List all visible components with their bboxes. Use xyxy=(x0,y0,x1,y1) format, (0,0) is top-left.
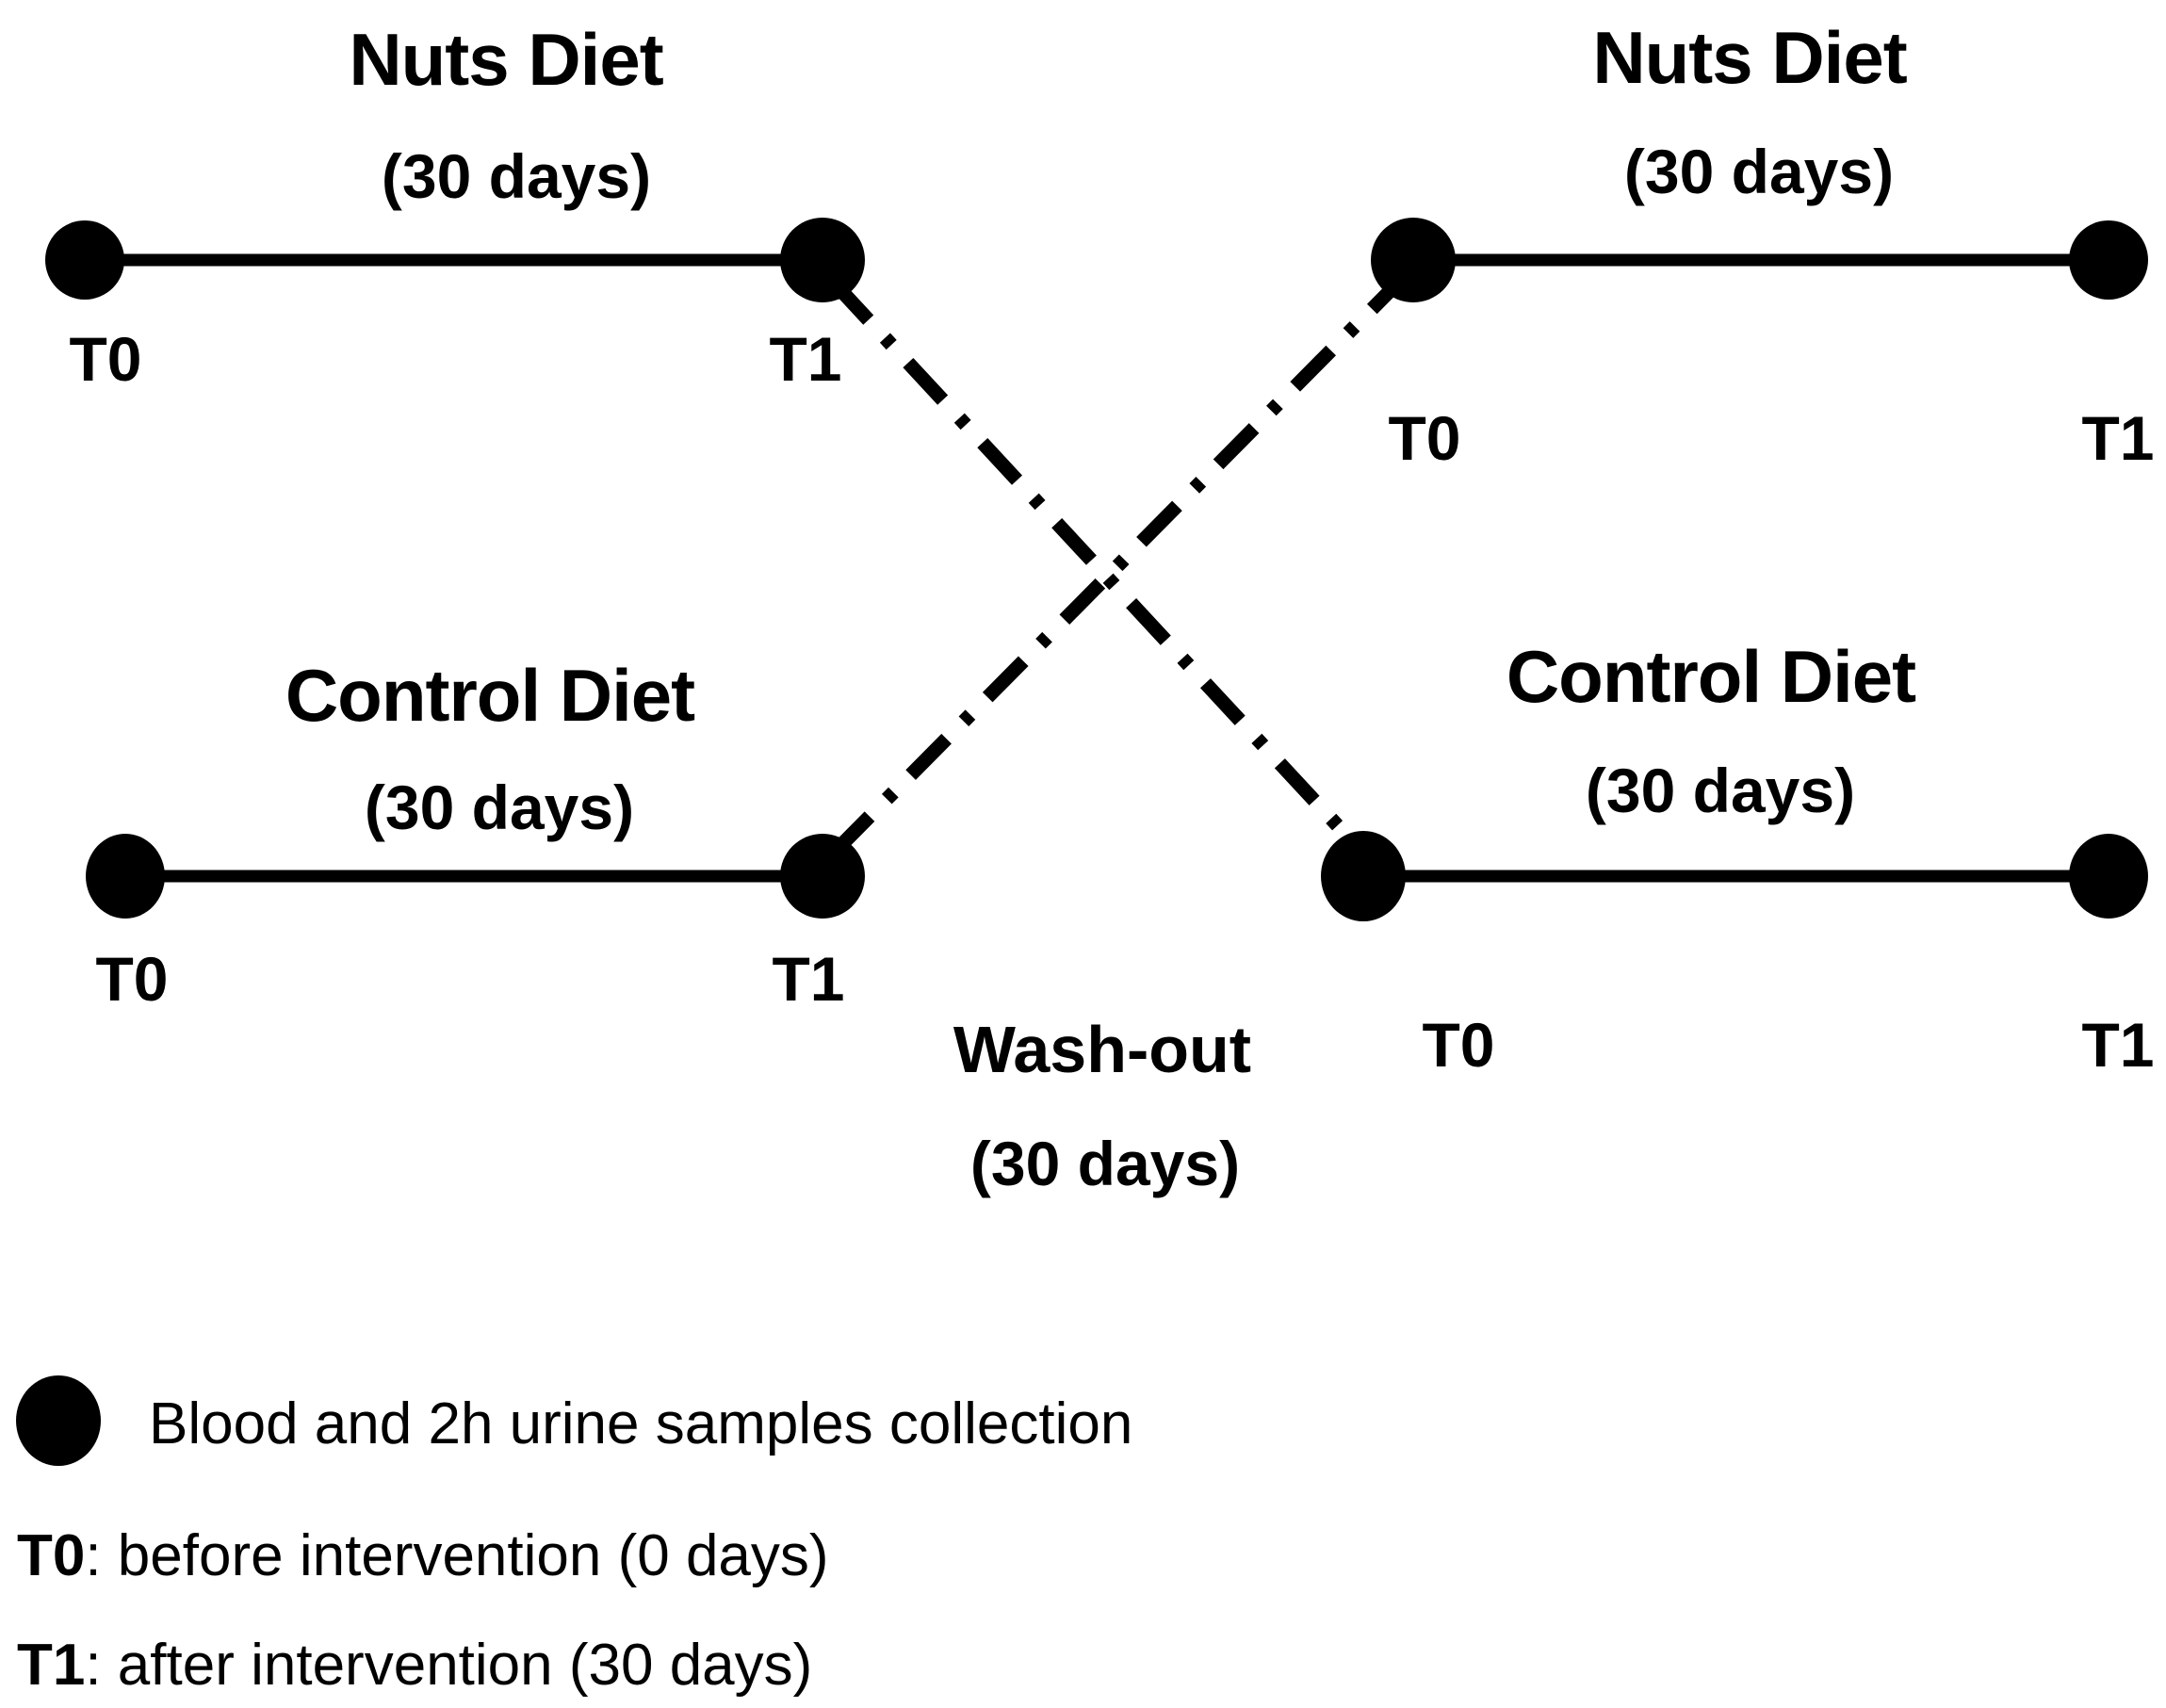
crossover-line-nuts-to-control xyxy=(828,277,1360,849)
washout-duration: (30 days) xyxy=(970,1129,1240,1198)
arm-duration-period1-control: (30 days) xyxy=(365,773,634,842)
washout-title: Wash-out xyxy=(953,1013,1251,1086)
sample-dot-period1-control-t0 xyxy=(86,834,165,919)
sample-dot-period2-control-t1 xyxy=(2069,834,2148,919)
timepoint-label-period1-nuts-t1: T1 xyxy=(769,324,841,394)
arm-period1-control: Control Diet (30 days) T0 T1 xyxy=(86,654,865,1014)
legend-sample-marker-label: Blood and 2h urine samples collection xyxy=(149,1391,1132,1456)
arm-duration-period1-nuts: (30 days) xyxy=(382,141,651,211)
sample-dot-period1-nuts-t0 xyxy=(45,220,124,300)
legend: Blood and 2h urine samples collection T0… xyxy=(16,1375,1132,1698)
arm-title-period1-control: Control Diet xyxy=(285,654,695,737)
legend-timepoint-t1-key: T1 xyxy=(17,1633,85,1698)
sample-dot-period1-control-t1 xyxy=(780,834,865,919)
timepoint-label-period2-nuts-t0: T0 xyxy=(1388,403,1460,473)
timepoint-label-period1-nuts-t0: T0 xyxy=(69,324,141,394)
arm-title-period1-nuts: Nuts Diet xyxy=(349,18,663,101)
timepoint-label-period2-control-t1: T1 xyxy=(2081,1010,2154,1080)
crossover-line-control-to-nuts xyxy=(828,279,1402,858)
washout-crossover-connectors xyxy=(828,277,1402,858)
legend-timepoint-t0-description: : before intervention (0 days) xyxy=(85,1523,828,1588)
legend-timepoint-t1: T1: after intervention (30 days) xyxy=(17,1633,812,1698)
legend-sample-dot-icon xyxy=(16,1375,101,1466)
legend-timepoint-t1-description: : after intervention (30 days) xyxy=(85,1633,812,1698)
sample-dot-period1-nuts-t1 xyxy=(780,218,865,302)
arm-duration-period2-control: (30 days) xyxy=(1586,756,1855,825)
timepoint-label-period1-control-t0: T0 xyxy=(95,944,168,1014)
arm-period2-nuts: Nuts Diet (30 days) T0 T1 xyxy=(1371,16,2155,473)
timepoint-label-period2-nuts-t1: T1 xyxy=(2081,403,2154,473)
arm-title-period2-control: Control Diet xyxy=(1506,635,1916,718)
arm-period2-control: Control Diet (30 days) T0 T1 xyxy=(1321,635,2155,1080)
legend-timepoint-t0-key: T0 xyxy=(17,1523,85,1588)
timepoint-label-period2-control-t0: T0 xyxy=(1422,1010,1494,1080)
washout-label-group: Wash-out (30 days) xyxy=(953,1013,1251,1198)
sample-dot-period2-control-t0 xyxy=(1321,831,1406,921)
arm-duration-period2-nuts: (30 days) xyxy=(1624,137,1894,206)
legend-timepoint-t0: T0: before intervention (0 days) xyxy=(17,1523,829,1588)
arm-period1-nuts: Nuts Diet (30 days) T0 T1 xyxy=(45,18,865,394)
sample-dot-period2-nuts-t1 xyxy=(2069,220,2148,300)
arm-title-period2-nuts: Nuts Diet xyxy=(1592,16,1907,99)
timepoint-label-period1-control-t1: T1 xyxy=(772,944,844,1014)
